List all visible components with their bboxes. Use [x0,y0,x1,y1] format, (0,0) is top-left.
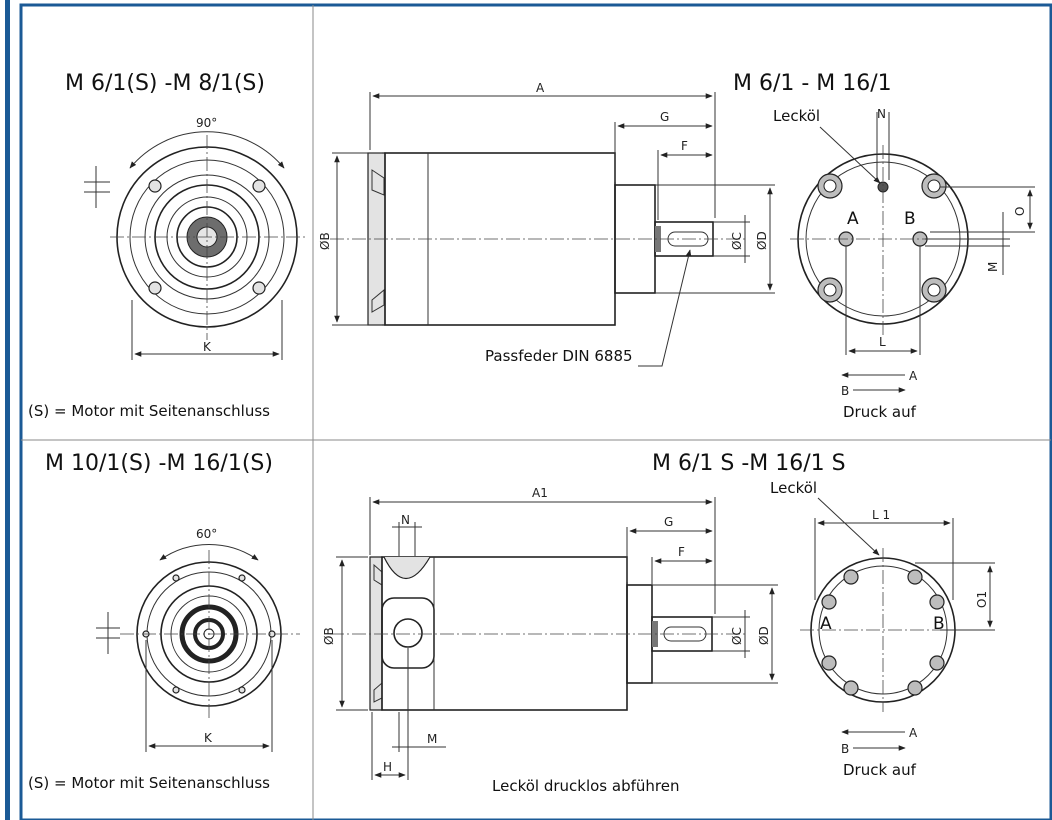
bottom-dim-h-label: H [383,760,392,774]
bolt-hole [252,281,266,295]
bottom-front-view: M 10/1(S) -M 16/1(S) 60° K (S) = Motor m… [28,451,300,792]
bottom-dim-o1-label: O1 [975,591,989,608]
bottom-dim-l1-label: L 1 [872,508,890,522]
rear-bolt [929,594,945,610]
top-front-view: M 6/1(S) -M 8/1(S) 90° K (S) = Motor mit… [28,71,305,420]
dim-f-label: F [681,139,688,153]
rear-bolt [821,594,837,610]
top-flow-a: A [909,369,918,383]
key-note: Passfeder DIN 6885 [485,347,633,365]
dim-b-label: ØB [318,232,332,250]
rear-bolt [907,569,923,585]
bottom-port-b: B [933,614,945,634]
angle-arc [159,543,259,561]
rear-bolt-hole [823,179,837,193]
bottom-port-a: A [820,614,832,634]
rear-bolt-hole [927,179,941,193]
end-cap [369,556,383,711]
dim-d-label: ØD [755,231,769,250]
dim-m-label: M [986,262,1000,272]
top-side-view: A G F ØB ØC ØD Passfeder DIN 6885 [318,81,775,367]
rear-bolt [843,569,859,585]
outer-frame [19,3,1052,820]
shaft-shoulder [655,226,661,252]
bolt-hole [238,686,246,694]
dim-o-label: O [1013,207,1027,216]
bottom-dim-k-label: K [204,731,213,745]
rear-bolt [929,655,945,671]
dim-k-label: K [203,340,212,354]
angle-label: 90° [196,116,217,130]
top-flow-b: B [841,384,849,398]
dim-a1-label: A1 [532,486,548,500]
bottom-flow-b: B [841,742,849,756]
top-leckoel: Lecköl [773,107,820,125]
bolt-hole [252,179,266,193]
bottom-rear-view: M 6/1 S -M 16/1 S Lecköl A B L 1 O1 A B … [652,451,995,779]
key-leader [638,249,692,367]
dim-a-label: A [536,81,545,95]
leak-port-housing [383,556,431,579]
rear-bolt [907,680,923,696]
bottom-dim-c-label: ØC [730,627,744,645]
bottom-dim-b-label: ØB [322,627,336,645]
top-left-title: M 6/1(S) -M 8/1(S) [65,71,265,96]
cap-detail [371,288,385,313]
top-rear-view: M 6/1 - M 16/1 Lecköl A B N O M L [733,71,1035,421]
bolt-hole [148,281,162,295]
cap-detail [371,169,385,196]
drain-note: Lecköl drucklos abführen [492,777,679,795]
bolt-hole [148,179,162,193]
bottom-dim-d-label: ØD [757,626,771,645]
left-accent-bar [5,0,10,820]
dim-g-label: G [660,110,669,124]
top-right-title: M 6/1 - M 16/1 [733,71,892,96]
rear-bolt [821,655,837,671]
bottom-dim-g-label: G [664,515,673,529]
dim-n-label: N [877,107,886,121]
bottom-flow-a: A [909,726,918,740]
leckoel-leader [817,497,880,556]
top-note: (S) = Motor mit Seitenanschluss [28,402,270,420]
bottom-side-view: A1 G F N ØB ØC ØD H M Lecköl drucklos ab… [322,486,778,795]
bolt-hole [238,574,246,582]
bottom-angle-label: 60° [196,527,217,541]
rear-bolt [843,680,859,696]
bottom-note: (S) = Motor mit Seitenanschluss [28,774,270,792]
dim-l-label: L [879,335,886,349]
top-druck: Druck auf [843,403,917,421]
bottom-left-title: M 10/1(S) -M 16/1(S) [45,451,273,476]
side-port [393,618,423,648]
bottom-druck: Druck auf [843,761,917,779]
bottom-dim-f-label: F [678,545,685,559]
top-port-a: A [847,209,859,229]
bottom-right-title: M 6/1 S -M 16/1 S [652,451,846,476]
top-port-b: B [904,209,916,229]
bolt-hole [172,574,180,582]
bottom-dim-m-label: M [427,732,437,746]
bottom-leckoel: Lecköl [770,479,817,497]
rear-bolt-hole [823,283,837,297]
angle-arc [129,131,285,169]
leckoel-leader [819,126,881,184]
bolt-hole [172,686,180,694]
dim-c-label: ØC [730,232,744,250]
bottom-dim-n-label: N [401,513,410,527]
rear-bolt-hole [927,283,941,297]
motor-body [381,556,628,711]
